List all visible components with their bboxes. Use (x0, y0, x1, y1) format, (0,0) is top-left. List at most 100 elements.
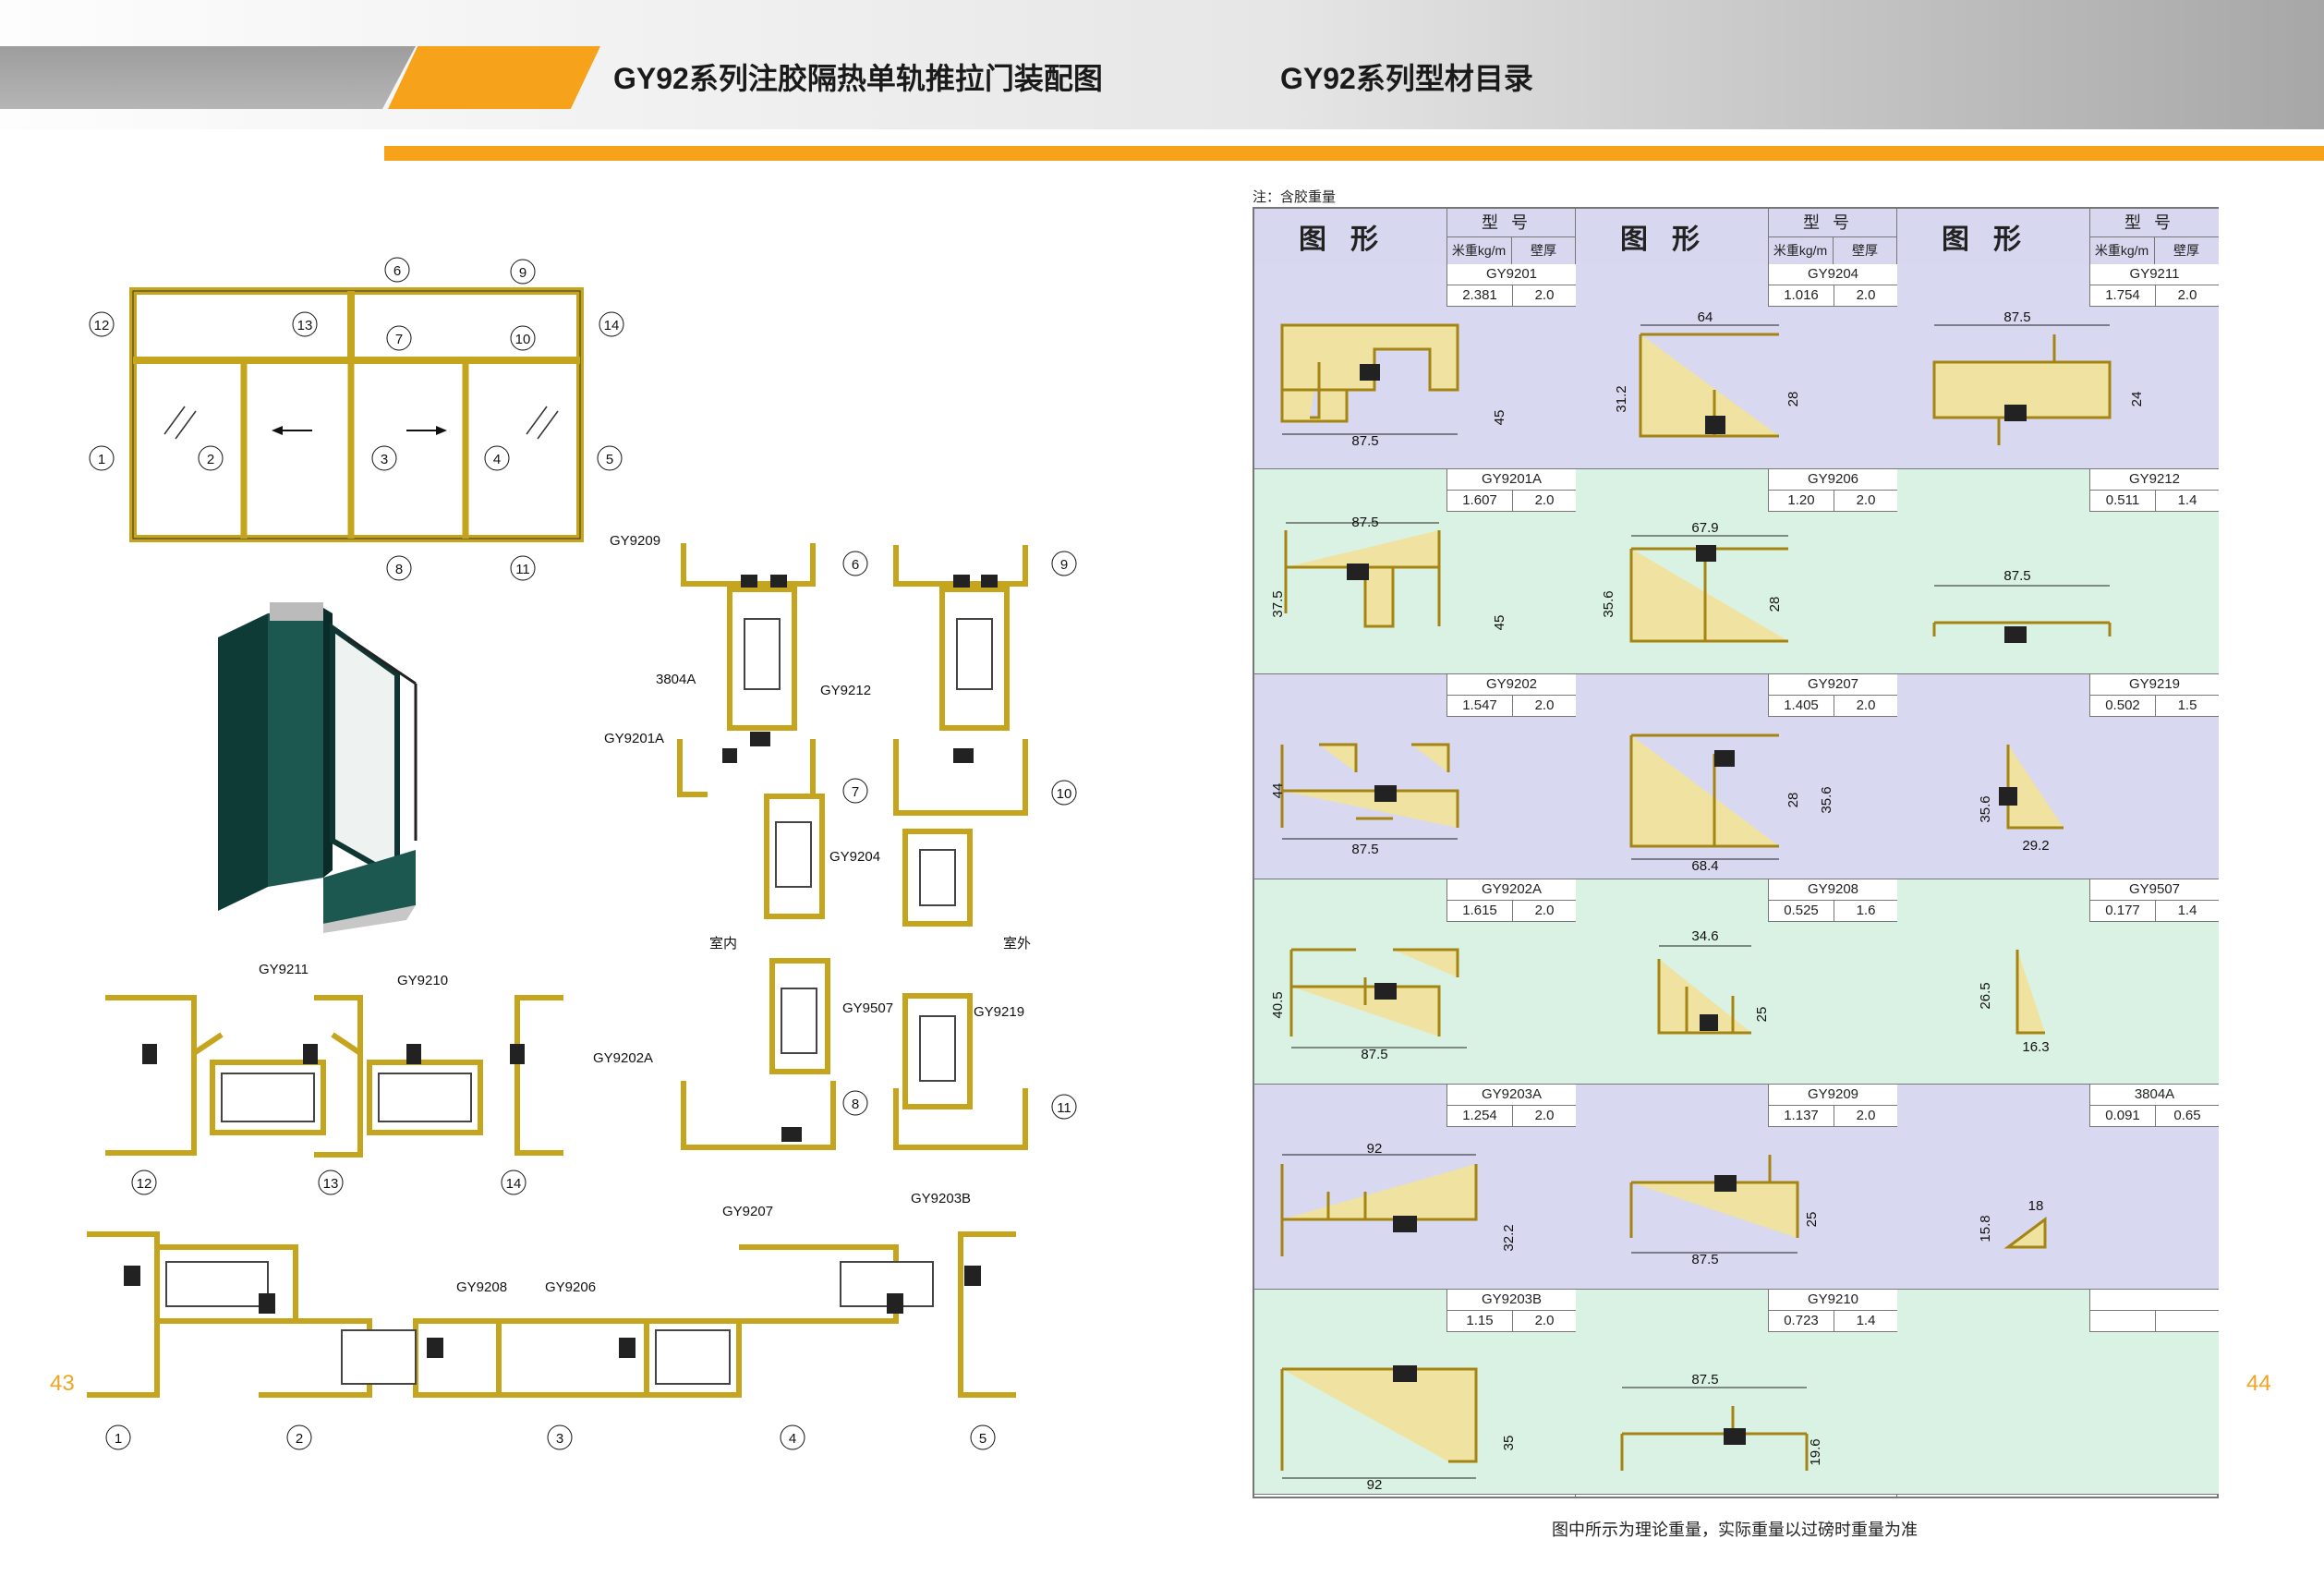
header-thickness: 壁厚 (1852, 243, 1878, 258)
marker-3: 3 (381, 452, 388, 467)
catalog-header: 图形 型号 米重kg/m 壁厚 (1254, 209, 1576, 265)
page-number-left: 43 (50, 1371, 75, 1396)
marker-1-section: 1 (115, 1431, 122, 1447)
thickness-value: 2.0 (1856, 1108, 1876, 1123)
dimension-label: 31.2 (1614, 385, 1629, 412)
label-gy9507: GY9507 (842, 1000, 893, 1016)
dimension-label: 64 (1698, 309, 1713, 325)
header-model: 型号 (2089, 209, 2219, 237)
dimension-label: 19.6 (1808, 1438, 1823, 1465)
thickness-value: 2.0 (1534, 287, 1555, 303)
label-3804a: 3804A (656, 672, 696, 687)
marker-4: 4 (493, 452, 501, 467)
header-weight: 米重kg/m (1446, 236, 1512, 264)
dimension-label: 92 (1367, 1141, 1383, 1157)
weight-value: 1.607 (1447, 491, 1513, 511)
thickness-value: 0.65 (2173, 1108, 2201, 1123)
marker-1: 1 (98, 452, 105, 467)
spec-box: GY9208 0.525 1.6 (1768, 879, 1897, 922)
spec-box: 3804A 0.091 0.65 (2089, 1085, 2219, 1127)
model-code: GY9201 (1447, 264, 1576, 285)
spec-box: GY9201 2.381 2.0 (1446, 264, 1576, 307)
label-gy9208: GY9208 (456, 1279, 507, 1295)
thickness-value (2155, 1311, 2220, 1331)
dimension-label: 87.5 (1351, 842, 1378, 857)
marker-7: 7 (395, 332, 403, 347)
profile-shape-drawing: 87.524 (1932, 309, 2145, 445)
profile-shape-drawing (1897, 1332, 2219, 1495)
left-page-title: GY92系列注胶隔热单轨推拉门装配图 (613, 62, 1103, 95)
spec-box: GY9203B 1.15 2.0 (1446, 1290, 1576, 1332)
label-gy9209: GY9209 (610, 533, 660, 549)
model-code: GY9202 (1447, 674, 1576, 696)
profile-shape-drawing: 18 15.8 (1978, 1198, 2047, 1249)
weight-value: 1.547 (1447, 696, 1513, 716)
label-gy9206: GY9206 (545, 1279, 596, 1295)
marker-13-section: 13 (323, 1176, 339, 1192)
weight-value: 1.754 (2090, 285, 2156, 306)
model-code: GY9507 (2090, 879, 2219, 901)
dimension-label: 87.5 (1691, 1372, 1718, 1388)
spec-box: GY9207 1.405 2.0 (1768, 674, 1897, 717)
profile-shape-drawing: 26.5 16.3 (1978, 950, 2050, 1055)
dimension-label: 29.2 (2022, 838, 2049, 854)
model-code: 3804A (2090, 1085, 2219, 1106)
weight-value: 0.525 (1769, 901, 1834, 921)
profile-shape-drawing: 87.537.545 (1270, 515, 1507, 630)
header-shape: 图形 (1576, 209, 1769, 264)
header-shape: 图形 (1254, 209, 1447, 264)
weight-value: 0.091 (2090, 1106, 2156, 1126)
transom-section-drawing: 12 13 14 GY9211 GY9210 (105, 962, 563, 1195)
thickness-value: 1.4 (2177, 903, 2197, 918)
spec-box: GY9201A 1.607 2.0 (1446, 469, 1576, 512)
thickness-value: 2.0 (1534, 697, 1555, 713)
spec-box (2089, 1290, 2219, 1332)
marker-5: 5 (606, 452, 613, 467)
spec-box: GY9209 1.137 2.0 (1768, 1085, 1897, 1127)
marker-14: 14 (604, 318, 620, 333)
dimension-label: 24 (2129, 392, 2145, 407)
header-model: 型号 (1446, 209, 1576, 237)
model-code: GY9212 (2090, 469, 2219, 491)
marker-6: 6 (393, 263, 401, 279)
dimension-label: 18 (2028, 1198, 2044, 1214)
marker-9-section: 9 (1060, 557, 1068, 573)
label-gy9211: GY9211 (259, 962, 309, 977)
marker-13: 13 (297, 318, 313, 333)
label-gy9203b: GY9203B (911, 1191, 971, 1206)
dimension-label: 16.3 (2022, 1039, 2049, 1055)
catalog-cell: 3804A 0.091 0.65 18 15.8 (1897, 1085, 2219, 1290)
thickness-value: 1.4 (2177, 492, 2197, 508)
thickness-value: 1.5 (2177, 697, 2197, 713)
thickness-value: 2.0 (1856, 492, 1876, 508)
dimension-label: 15.8 (1978, 1215, 1993, 1242)
marker-2: 2 (207, 452, 214, 467)
model-code (2090, 1290, 2219, 1311)
weight-value: 0.511 (2090, 491, 2156, 511)
thickness-value: 2.0 (2177, 287, 2197, 303)
model-code: GY9219 (2090, 674, 2219, 696)
dimension-label: 26.5 (1978, 982, 1993, 1009)
catalog-header: 图形 型号 米重kg/m 壁厚 (1576, 209, 1897, 265)
dimension-label: 35.6 (1978, 795, 1993, 822)
weight-value: 0.177 (2090, 901, 2156, 921)
thickness-value: 2.0 (1534, 1313, 1555, 1328)
marker-12: 12 (94, 318, 110, 333)
dimension-label: 32.2 (1501, 1224, 1517, 1251)
marker-10: 10 (515, 332, 531, 347)
catalog-cell (1897, 1290, 2219, 1495)
marker-9: 9 (519, 265, 527, 281)
marker-7-section: 7 (852, 784, 859, 800)
thickness-value: 1.4 (1856, 1313, 1876, 1328)
marker-2-section: 2 (296, 1431, 303, 1447)
